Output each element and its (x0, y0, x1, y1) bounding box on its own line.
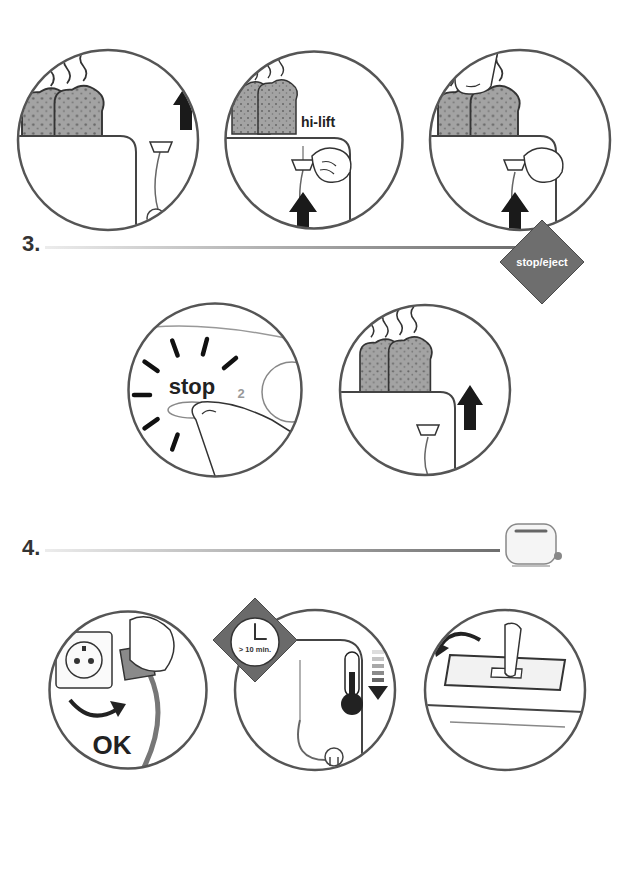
stop-button-scene (224, 358, 236, 368)
button-label: stop (169, 376, 215, 398)
clock-symbol (231, 618, 279, 666)
stop-button-scene (203, 339, 207, 354)
scene-circle (425, 610, 585, 770)
stop-button-scene (145, 419, 158, 428)
toast-pop-up-scene (0, 51, 199, 240)
toast-eject-scene (340, 392, 455, 480)
scene-circle (430, 50, 610, 230)
unplug-scene (130, 617, 174, 672)
hi-lift-scene (224, 52, 351, 240)
unplug-scene (88, 658, 94, 664)
node-outline (224, 50, 404, 230)
toast-pop-up-scene (0, 136, 136, 240)
hand-lift-scene (501, 192, 529, 240)
hand-lift-scene (524, 148, 563, 182)
step-number: 4. (22, 537, 40, 559)
step-number: 3. (22, 233, 40, 255)
toast-pop-up-scene (173, 85, 199, 130)
crumb-tray-scene (425, 623, 585, 727)
node-outline (213, 598, 297, 682)
cool-down-scene (341, 693, 363, 715)
section-bar (45, 549, 500, 552)
stop-button-scene (172, 341, 177, 356)
hi-lift-scene (302, 146, 304, 160)
setting-number: 2 (237, 387, 244, 400)
scene-circle (340, 305, 510, 475)
function-badge: stop/eject (500, 220, 584, 304)
circle-outline (50, 612, 207, 769)
hand-lift-scene (455, 40, 500, 94)
cool-down-scene (372, 664, 384, 668)
circle-outline (226, 52, 403, 229)
toast-eject-scene (457, 385, 483, 430)
scene-circle: hi-lift (224, 50, 404, 230)
stop-button-scene (172, 435, 177, 450)
diamond-outline (500, 220, 584, 304)
stop-button-scene (134, 393, 150, 398)
stop-button-scene (192, 402, 320, 520)
circle-outline (129, 304, 302, 477)
hand-lift-scene (430, 40, 563, 240)
ok-label: OK (93, 732, 132, 758)
toast-eject-scene (417, 425, 439, 435)
stop-button-scene (262, 362, 322, 422)
hand-lift-scene (504, 160, 526, 170)
toaster-icon (506, 524, 562, 566)
hi-lift-scene (312, 148, 351, 182)
toast-pop-up-scene (150, 142, 172, 152)
unplug-scene (56, 617, 174, 775)
clock-symbol (255, 638, 266, 640)
toast-pop-up-scene (155, 152, 160, 215)
hi-lift-scene (289, 192, 317, 240)
scene-circle (18, 50, 198, 230)
cool-down-scene (325, 748, 343, 766)
cool-down-scene (372, 678, 384, 682)
feature-label: hi-lift (301, 115, 335, 129)
clock-symbol (254, 624, 256, 639)
crumb-tray-scene (450, 722, 565, 727)
toaster-icon (506, 524, 556, 564)
unplug-scene (74, 658, 80, 664)
hi-lift-scene (320, 162, 336, 175)
toaster-icon (554, 552, 562, 560)
hand-lift-scene (466, 84, 480, 87)
diamond-outline (213, 598, 297, 682)
stop-button-scene (202, 410, 216, 414)
hi-lift-scene (232, 52, 297, 134)
unplug-scene (66, 642, 102, 678)
hi-lift-scene (292, 160, 314, 170)
toaster-icon (516, 530, 546, 533)
timer-badge: > 10 min. (213, 598, 297, 682)
clock-symbol (231, 618, 279, 666)
unplug-scene (56, 632, 112, 688)
cool-down-scene (330, 757, 338, 766)
stop-button-scene (145, 362, 158, 371)
cool-down-scene (372, 671, 384, 675)
cool-down-scene (368, 686, 388, 700)
cool-down-scene (299, 660, 301, 720)
cool-down-scene (372, 657, 384, 661)
crumb-tray-scene (505, 623, 521, 676)
unplug-scene (110, 701, 126, 717)
toaster-icon (512, 565, 550, 567)
cool-down-scene (372, 650, 384, 654)
time-label: > 10 min. (239, 646, 271, 654)
scene-circle: stop 2 (127, 302, 303, 478)
badge-label: stop/eject (516, 257, 567, 268)
unplug-scene (70, 700, 116, 716)
scene-circle: OK (48, 610, 208, 770)
unplug-scene (140, 675, 158, 775)
crumb-tray-scene (425, 705, 585, 712)
unplug-scene (82, 646, 86, 651)
section-bar (45, 246, 515, 249)
toast-eject-scene (360, 306, 432, 396)
stop-button-scene (127, 326, 322, 520)
